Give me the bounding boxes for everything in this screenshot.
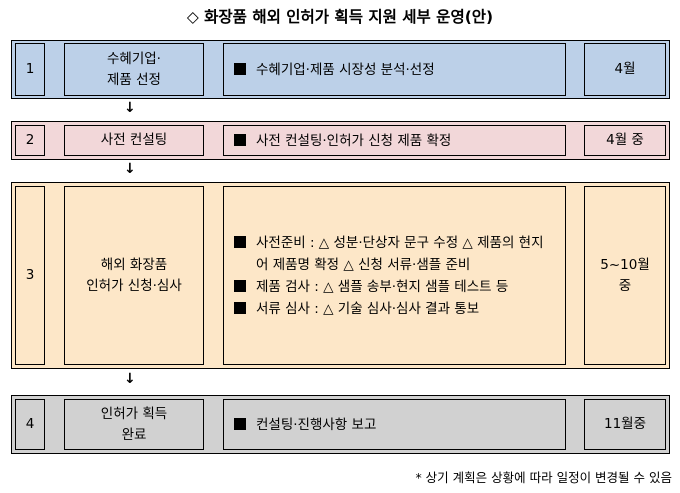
diagram-title: ◇ 화장품 해외 인허가 획득 지원 세부 운영(안) [186,8,494,26]
stage-3-number: 3 [15,186,45,365]
stage-4-number: 4 [15,399,45,450]
arrow-down-icon: ↓ [124,100,136,116]
stage-3-name-line: 인허가 신청·심사 [86,277,182,294]
stage-3-item: 사전준비 : △ 성분·단상자 문구 수정 △ 제품의 현지어 제품명 확정 △… [234,232,555,276]
stage-3-item: 제품 검사 : △ 샘플 송부·현지 샘플 테스트 등 [234,276,555,298]
stage-4-name-line: 완료 [121,426,147,443]
stage-3-item-text: 서류 심사 : △ 기술 심사·심사 결과 통보 [256,300,480,317]
stage-1-item-text: 수혜기업·제품 시장성 분석·선정 [256,61,435,78]
stage-3-item: 서류 심사 : △ 기술 심사·심사 결과 통보 [234,298,555,320]
bullet-square-icon [234,279,246,292]
stage-2-number-text: 2 [25,132,35,148]
stage-3-name-line: 해외 화장품 [100,256,168,273]
stage-4-period-text: 11월중 [603,416,647,432]
bullet-square-icon [234,417,246,430]
bullet-square-icon [234,62,246,75]
stage-4-description: 컨설팅·진행사항 보고 [223,399,566,450]
arrow-down-icon: ↓ [124,371,136,387]
stage-3-number-text: 3 [25,267,35,283]
stage-1-item: 수혜기업·제품 시장성 분석·선정 [234,59,435,81]
stage-3-description: 사전준비 : △ 성분·단상자 문구 수정 △ 제품의 현지어 제품명 확정 △… [223,186,566,365]
stage-1-period-text: 4월 [614,61,636,77]
stage-2-name-line: 사전 컨설팅 [100,132,168,148]
stage-1-name: 수혜기업· 제품 선정 [64,43,204,96]
stage-4-name-line: 인허가 획득 [100,405,168,422]
bullet-square-icon [234,301,246,314]
stage-2-number: 2 [15,125,45,156]
stage-1-name-line: 수혜기업· [107,50,161,67]
stage-4-number-text: 4 [25,416,35,432]
stage-4-item: 컨설팅·진행사항 보고 [234,414,376,436]
stage-1-number: 1 [15,43,45,96]
stage-2-name: 사전 컨설팅 [64,125,204,156]
bullet-square-icon [234,133,246,146]
stage-3-period-line: 중 [618,277,632,294]
stage-4-period: 11월중 [584,399,666,450]
footnote: * 상기 계획은 상황에 따라 일정이 변경될 수 있음 [415,470,672,485]
arrow-down-icon: ↓ [124,161,136,177]
stage-1-name-line: 제품 선정 [107,71,161,88]
bullet-square-icon [234,235,246,248]
stage-3-item-text: 제품 검사 : △ 샘플 송부·현지 샘플 테스트 등 [256,278,509,295]
stage-1-number-text: 1 [25,61,35,77]
stage-1-description: 수혜기업·제품 시장성 분석·선정 [223,43,566,96]
stage-2-period-text: 4월 중 [606,132,644,148]
stage-1-period: 4월 [584,43,666,96]
stage-3-period-line: 5~10월 [600,256,650,273]
stage-4-item-text: 컨설팅·진행사항 보고 [256,416,377,433]
stage-2-period: 4월 중 [584,125,666,156]
stage-2-item: 사전 컨설팅·인허가 신청 제품 확정 [234,130,451,152]
stage-3-item-text: 사전준비 : △ 성분·단상자 문구 수정 △ 제품의 현지어 제품명 확정 △… [256,234,544,273]
stage-2-description: 사전 컨설팅·인허가 신청 제품 확정 [223,125,566,156]
stage-2-item-text: 사전 컨설팅·인허가 신청 제품 확정 [256,132,452,149]
